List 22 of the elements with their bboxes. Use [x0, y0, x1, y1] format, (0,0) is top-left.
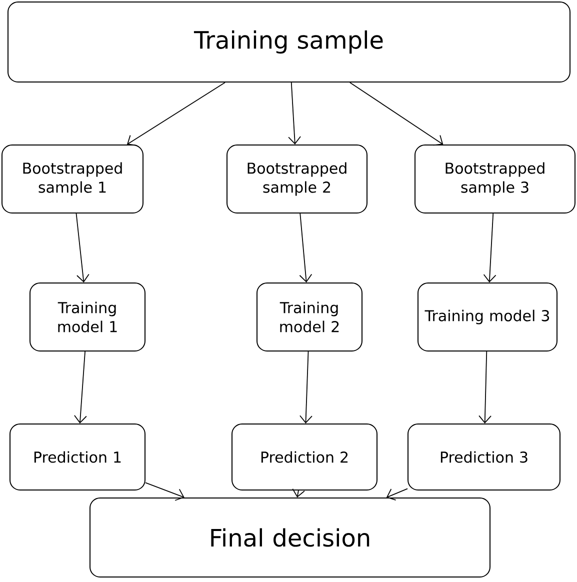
arrow [300, 351, 312, 424]
arrow [483, 213, 496, 282]
arrow [145, 482, 184, 501]
prediction-box: Prediction 2 [232, 424, 378, 490]
decision-box: Final decision [90, 498, 490, 578]
arrow [478, 351, 492, 424]
model-box: Training model 3 [418, 282, 558, 352]
arrow [386, 488, 408, 501]
arrow [349, 82, 444, 146]
arrow [299, 213, 312, 282]
sample-box: Bootstrapped sample 1 [2, 144, 144, 214]
prediction-box: Prediction 1 [10, 424, 146, 490]
arrow [126, 82, 226, 146]
prediction-box: Prediction 3 [408, 424, 560, 490]
sample-box: Bootstrapped sample 2 [226, 144, 368, 214]
sample-box: Bootstrapped sample 3 [414, 144, 576, 214]
title-box: Training sample [8, 2, 570, 82]
arrow [76, 213, 90, 282]
arrow [74, 351, 87, 424]
model-box: Training model 2 [256, 282, 362, 352]
model-box: Training model 1 [30, 282, 146, 352]
arrow [288, 82, 301, 144]
